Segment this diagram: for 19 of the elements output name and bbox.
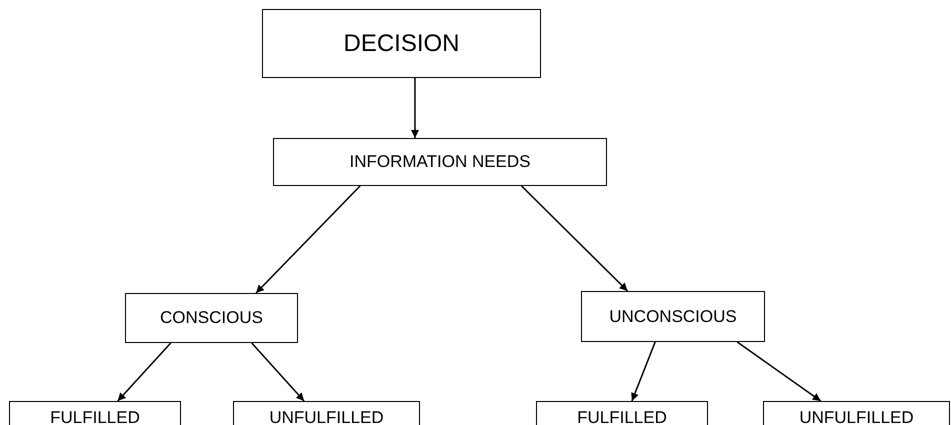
arrow — [251, 342, 305, 402]
process-box — [125, 293, 298, 343]
process-box — [262, 9, 541, 78]
box-label: FULFILLED — [577, 408, 667, 425]
box-label: INFORMATION NEEDS — [349, 152, 531, 172]
arrow — [631, 342, 656, 402]
arrow — [736, 341, 822, 402]
process-box — [581, 291, 765, 342]
box-label: CONSCIOUS — [160, 308, 263, 328]
box-label: UNFULFILLED — [799, 408, 914, 425]
box-label: DECISION — [343, 30, 460, 58]
arrow — [256, 185, 361, 294]
box-label: FULFILLED — [50, 408, 140, 425]
arrow — [410, 78, 419, 138]
arrow — [117, 342, 172, 402]
process-box — [273, 138, 607, 186]
box-label: UNFULFILLED — [269, 408, 384, 425]
box-label: UNCONSCIOUS — [609, 306, 737, 326]
arrow — [521, 185, 628, 292]
